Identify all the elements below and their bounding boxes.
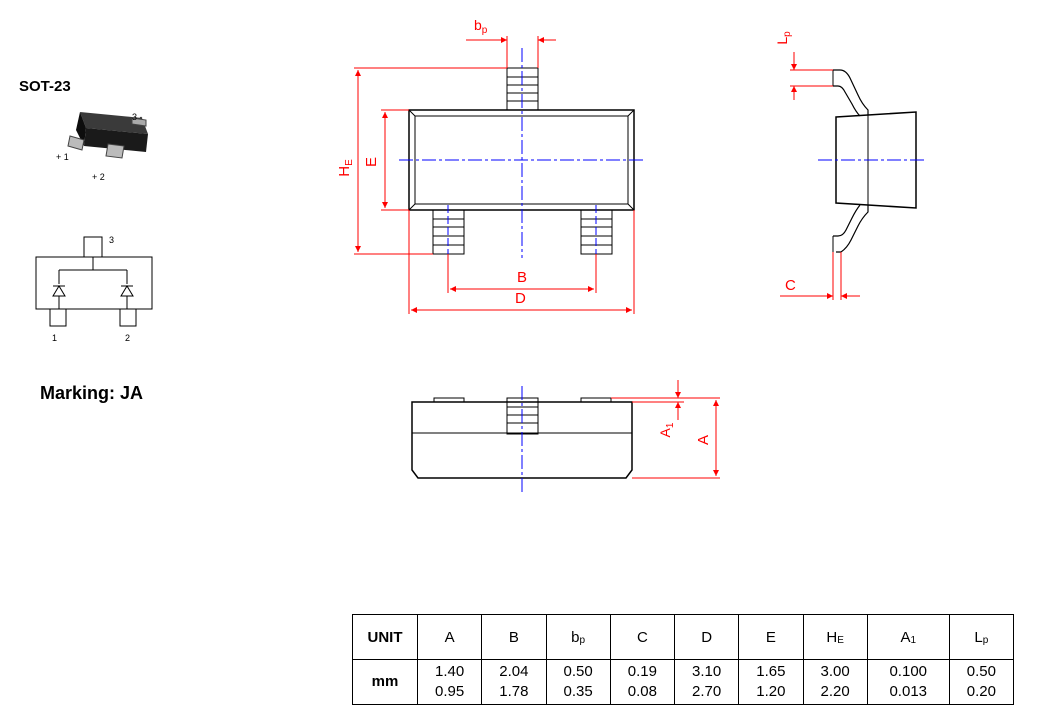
dim-A: A — [632, 397, 720, 479]
marking-label: Marking: JA — [40, 383, 144, 403]
svg-text:C: C — [785, 277, 796, 294]
package-outline — [35, 256, 153, 310]
dim-C: C — [780, 252, 860, 300]
pin-2-lead — [105, 143, 125, 159]
dim-Lp: Lp — [774, 31, 833, 100]
table-header-row: UNIT A B bp C D E HE A1 Lp — [352, 614, 1015, 660]
svg-text:E: E — [363, 157, 380, 167]
side-view: Lp C — [774, 31, 924, 300]
unit-value: mm — [352, 659, 418, 705]
dim-B: B — [447, 254, 597, 293]
svg-text:Lp: Lp — [774, 31, 793, 45]
front-view: A1 A — [411, 380, 720, 492]
sot23-3d-icon: + 1 + 2 3 - — [56, 112, 148, 182]
svg-text:HE: HE — [336, 159, 355, 177]
pin-1-lead — [67, 135, 85, 151]
col-header-A1: A1 — [866, 614, 950, 660]
pin-3-lead — [131, 117, 147, 127]
svg-text:D: D — [515, 290, 526, 307]
svg-text:bp: bp — [474, 17, 488, 36]
col-header-A: A — [416, 614, 483, 660]
schematic-pin-1: 1 — [52, 333, 57, 343]
dim-A1: A1 — [611, 380, 684, 437]
col-header-D: D — [673, 614, 740, 660]
col-header-bp: bp — [545, 614, 611, 660]
col-header-C: C — [609, 614, 676, 660]
svg-text:A1: A1 — [657, 422, 676, 437]
diode-1-icon — [52, 285, 66, 309]
unit-header: UNIT — [352, 614, 418, 660]
top-view: bp HE E B D — [336, 17, 646, 314]
upper-lead — [833, 69, 869, 115]
side-view-body — [835, 111, 917, 209]
dim-E: E — [363, 109, 409, 211]
col-header-E: E — [738, 614, 804, 660]
dim-bp: bp — [466, 17, 556, 68]
pin-3-label: 3 - — [132, 112, 143, 122]
package-front-face — [84, 128, 148, 152]
package-top-face — [80, 112, 148, 134]
col-header-HE: HE — [802, 614, 868, 660]
schematic-pin-3: 3 — [109, 235, 114, 245]
pin-2-label: + 2 — [92, 172, 105, 182]
schematic-pin-2: 2 — [125, 333, 130, 343]
col-header-B: B — [481, 614, 547, 660]
pin-1-label: + 1 — [56, 152, 69, 162]
dim-D: D — [408, 210, 635, 314]
svg-text:A: A — [695, 435, 712, 445]
pin-1-pad — [49, 308, 67, 327]
pin-2-pad — [119, 308, 137, 327]
diode-2-icon — [120, 285, 134, 309]
mechanical-drawing: bp HE E B D — [336, 17, 924, 492]
svg-text:B: B — [517, 269, 527, 286]
dim-HE: HE — [336, 67, 507, 255]
package-name: SOT-23 — [19, 78, 71, 95]
lower-lead — [836, 205, 869, 253]
schematic-symbol: 3 1 2 — [35, 235, 153, 343]
col-header-Lp: Lp — [948, 614, 1015, 660]
